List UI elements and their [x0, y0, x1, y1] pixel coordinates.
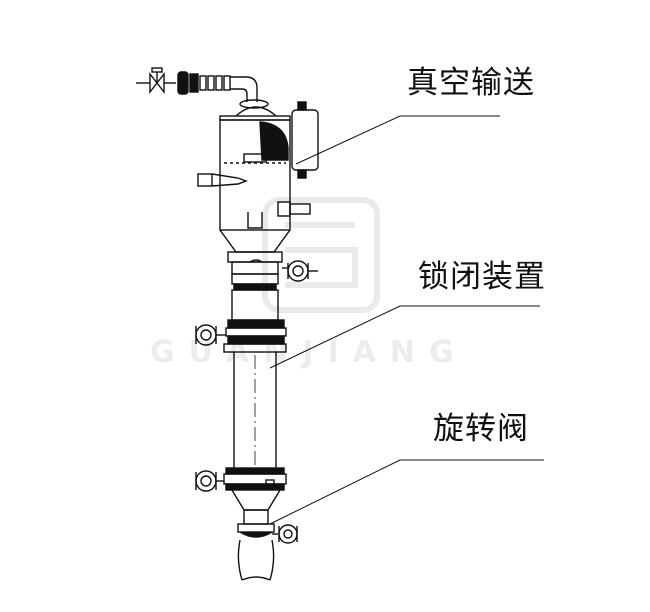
rotary-valve: [237, 509, 298, 581]
watermark-logo: [262, 197, 380, 313]
label-vacuum-conveying: 真空输送: [407, 65, 535, 101]
rotary-side-valve: [272, 524, 298, 544]
label-rotary-valve: 旋转阀: [433, 411, 529, 447]
leader-lock: [269, 305, 540, 369]
label-locking-device: 锁闭装置: [418, 259, 546, 295]
leader-lines: [269, 115, 544, 525]
locking-device: [195, 273, 287, 353]
watermark-text: GUANJIANG: [150, 335, 468, 370]
side-filter: [291, 101, 319, 179]
leader-vacuum: [295, 115, 500, 165]
upper-side-valve: [282, 260, 318, 282]
inlet-valve-icon: [149, 71, 165, 95]
inlet-fitting: [177, 71, 231, 95]
locking-side-valve: [195, 324, 226, 346]
level-probe-left: [197, 173, 248, 187]
vacuum-hopper: [197, 99, 311, 253]
transfer-tube: [233, 352, 277, 470]
upper-flange: [227, 251, 318, 282]
leader-rotary: [269, 459, 544, 525]
level-probe-right: [277, 201, 311, 217]
lower-flange: [195, 467, 287, 511]
lower-side-valve: [195, 470, 224, 492]
inlet-pipe: [136, 67, 258, 102]
